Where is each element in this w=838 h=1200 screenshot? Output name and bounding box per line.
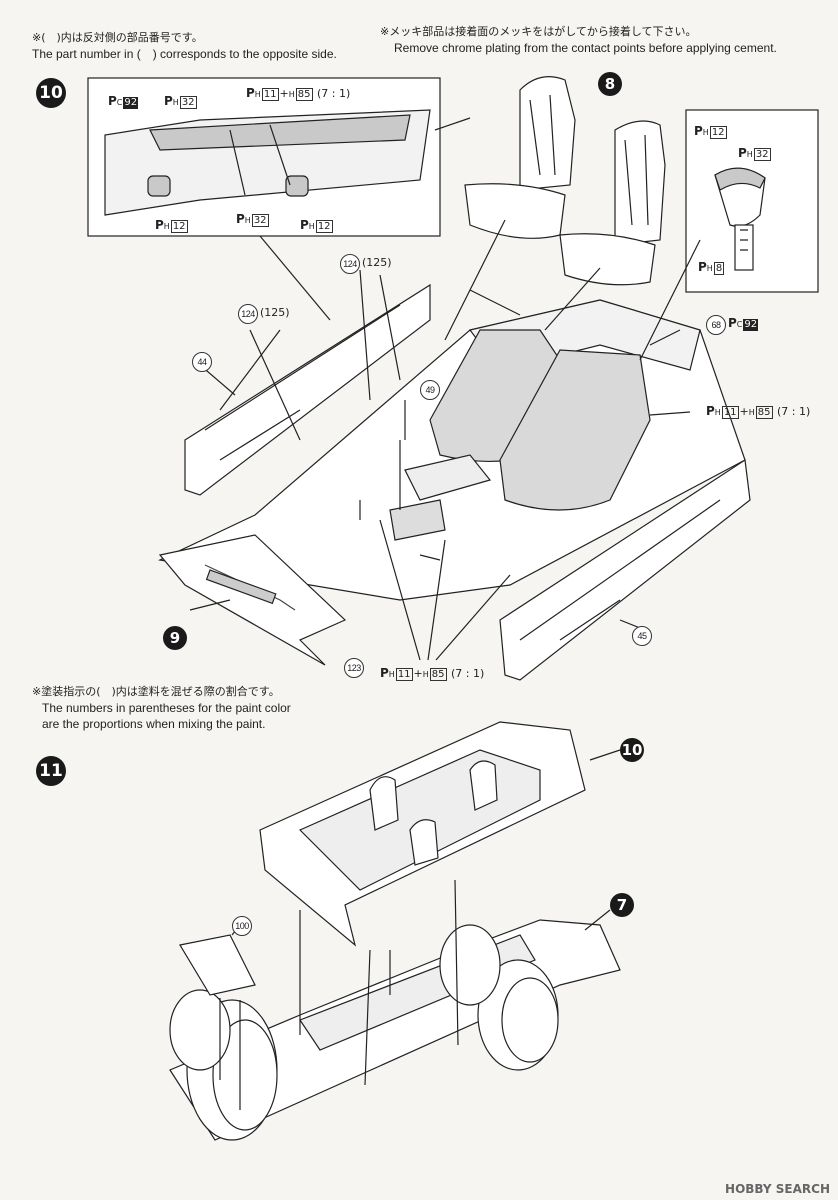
- interior-assembly: [259, 721, 586, 947]
- door-panel-left: [184, 283, 431, 496]
- part-100: 100: [232, 916, 252, 936]
- chassis: [169, 919, 621, 1141]
- step-10-badge: 10: [36, 78, 66, 108]
- chrome-plating-note: ※メッキ部品は接着面のメッキをはがしてから接着して下さい。 Remove chr…: [380, 24, 777, 56]
- front-seat-left: [464, 76, 576, 239]
- part-125-center: (125): [362, 256, 392, 269]
- interior-callout-10: 10: [620, 738, 644, 762]
- opposite-side-note: ※( )内は反対側の部品番号です。 The part number in ( )…: [32, 30, 337, 62]
- dashboard-callout-9: 9: [163, 626, 187, 650]
- part-125-left: (125): [260, 306, 290, 319]
- battery-cover: [179, 934, 256, 996]
- dashboard: [158, 534, 347, 666]
- opposite-side-note-en: The part number in ( ) corresponds to th…: [32, 47, 337, 61]
- hobby-search-watermark: HOBBY SEARCH: [725, 1182, 830, 1196]
- opposite-side-note-jp: ※( )内は反対側の部品番号です。: [32, 31, 203, 44]
- part-45: 45: [632, 626, 652, 646]
- seat-callout-8: 8: [598, 72, 622, 96]
- mix-note-en-2: are the proportions when mixing the pain…: [42, 717, 266, 731]
- part-124-left: 124: [238, 304, 258, 324]
- mix-note-jp: ※塗装指示の( )内は塗料を混ぜる際の割合です。: [32, 685, 280, 698]
- door-panel-right: [499, 458, 751, 681]
- chrome-note-jp: ※メッキ部品は接着面のメッキをはがしてから接着して下さい。: [380, 25, 697, 38]
- interior-tub: [158, 299, 746, 601]
- chassis-callout-7: 7: [610, 893, 634, 917]
- part-123: 123: [344, 658, 364, 678]
- mix-note-en-1: The numbers in parentheses for the paint…: [42, 701, 291, 715]
- part-124-center: 124: [340, 254, 360, 274]
- part-68: 68: [706, 315, 726, 335]
- step-11-badge: 11: [36, 756, 66, 786]
- part-44: 44: [192, 352, 212, 372]
- front-seat-right: [559, 120, 666, 286]
- chrome-note-en: Remove chrome plating from the contact p…: [394, 41, 777, 55]
- paint-mix-note: ※塗装指示の( )内は塗料を混ぜる際の割合です。 The numbers in …: [32, 684, 291, 732]
- part-49: 49: [420, 380, 440, 400]
